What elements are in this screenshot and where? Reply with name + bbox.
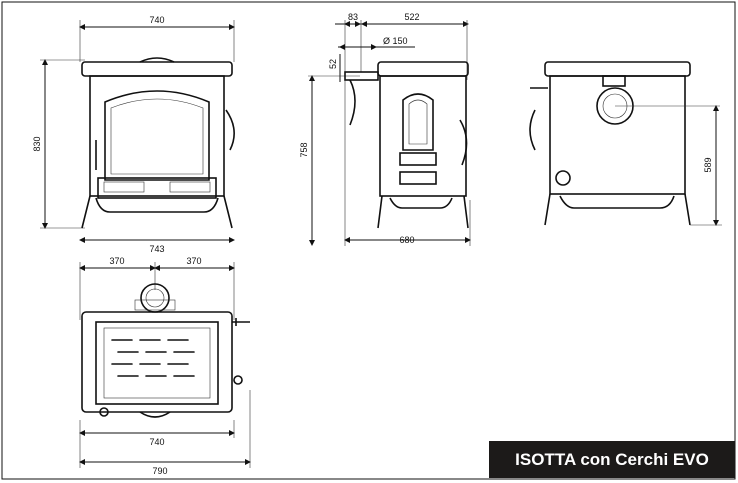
front-width-top: 740 (149, 15, 164, 25)
top-width-outer: 790 (152, 466, 167, 476)
side-height: 758 (299, 142, 309, 157)
front-height: 830 (32, 136, 42, 151)
top-half-left: 370 (109, 256, 124, 266)
front-view: 740 830 743 (32, 15, 235, 254)
side-depth-bottom: 680 (399, 235, 414, 245)
rear-view: 589 (529, 61, 722, 226)
top-width-inner: 740 (149, 437, 164, 447)
side-depth-top: 522 (404, 12, 419, 22)
rear-flue-height: 589 (703, 157, 713, 172)
side-view: 83 522 Ø 150 52 758 680 (299, 12, 471, 246)
product-title: ISOTTA con Cerchi EVO (489, 441, 735, 478)
top-half-right: 370 (186, 256, 201, 266)
front-width-bottom: 743 (149, 244, 164, 254)
side-flue-offset: 83 (348, 12, 358, 22)
top-view: 370 370 740 790 (79, 256, 251, 476)
side-flue-diameter: Ø 150 (383, 36, 408, 46)
side-flue-height: 52 (328, 59, 338, 69)
